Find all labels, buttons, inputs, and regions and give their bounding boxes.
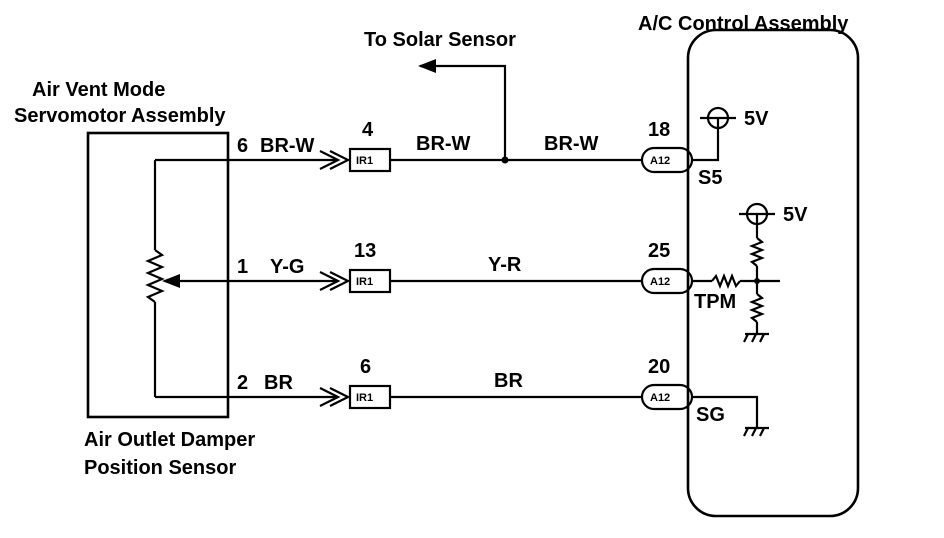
sensor-title-1: Air Outlet Damper bbox=[84, 429, 255, 451]
relay-connector-3: IR1 bbox=[356, 392, 373, 404]
female-terminal-1 bbox=[329, 150, 351, 170]
relay-pin-3: 6 bbox=[360, 356, 371, 378]
male-terminal-3 bbox=[319, 387, 341, 407]
ecu-terminal-sg: SG bbox=[696, 404, 725, 426]
circuit-1: 6 BR-W 4 IR1 BR-W BR-W 18 A12 S5 5V bbox=[228, 59, 769, 189]
ecu-connector-label-3: A12 bbox=[650, 392, 670, 404]
ecu-pin-3: 20 bbox=[648, 356, 670, 378]
circuit-3: 2 BR 6 IR1 BR 20 A12 SG bbox=[228, 356, 769, 437]
ecu-terminal-tpm: TPM bbox=[694, 291, 736, 313]
supply-label-2: 5V bbox=[783, 204, 808, 226]
servomotor-title-1: Air Vent Mode bbox=[32, 79, 165, 101]
tpm-resistor bbox=[711, 273, 741, 289]
control-assembly-box bbox=[686, 28, 860, 518]
sg-internal-wire bbox=[692, 395, 759, 428]
relay-connector-1: IR1 bbox=[356, 155, 373, 167]
pot-resistor bbox=[145, 249, 165, 303]
ecu-pin-1: 18 bbox=[648, 119, 670, 141]
ecu-pin-2: 25 bbox=[648, 240, 670, 262]
solar-arrow-icon bbox=[418, 59, 436, 73]
servomotor-title-2: Servomotor Assembly bbox=[14, 105, 226, 127]
solar-sensor-label: To Solar Sensor bbox=[364, 29, 516, 51]
sensor-pin-1: 6 bbox=[237, 135, 248, 157]
ground-icon-2 bbox=[743, 426, 769, 437]
female-terminal-3 bbox=[329, 387, 351, 407]
relay-connector-2: IR1 bbox=[356, 276, 373, 288]
pulldown-resistor bbox=[749, 293, 765, 323]
relay-pin-2: 13 bbox=[354, 240, 376, 262]
ground-icon-1 bbox=[743, 332, 769, 343]
ecu-connector-label-1: A12 bbox=[650, 155, 670, 167]
potentiometer bbox=[145, 158, 228, 399]
male-terminal-2 bbox=[319, 271, 341, 291]
sensor-wire-3: BR bbox=[264, 372, 293, 394]
end-wire-2: Y-R bbox=[488, 254, 522, 276]
end-wire-3: BR bbox=[494, 370, 523, 392]
supply-label-1: 5V bbox=[744, 108, 769, 130]
sensor-wire-2: Y-G bbox=[270, 256, 304, 278]
end-wire-1: BR-W bbox=[544, 133, 599, 155]
s5-internal-wire bbox=[692, 118, 720, 162]
male-terminal-1 bbox=[319, 150, 341, 170]
pullup-resistor bbox=[749, 237, 765, 267]
wiper-arrow-icon bbox=[162, 274, 180, 288]
female-terminal-2 bbox=[329, 271, 351, 291]
servomotor-box bbox=[86, 131, 230, 419]
sensor-pin-2: 1 bbox=[237, 256, 248, 278]
circuit-2: 1 Y-G 13 IR1 Y-R 25 A12 TPM 5V bbox=[162, 202, 808, 343]
control-assembly-title: A/C Control Assembly bbox=[638, 13, 849, 35]
ecu-terminal-s5: S5 bbox=[698, 167, 722, 189]
solar-branch-wire bbox=[420, 64, 507, 160]
sensor-pin-3: 2 bbox=[237, 372, 248, 394]
sensor-wire-1: BR-W bbox=[260, 135, 315, 157]
sensor-title-2: Position Sensor bbox=[84, 457, 236, 479]
mid-wire-1: BR-W bbox=[416, 133, 471, 155]
ecu-connector-label-2: A12 bbox=[650, 276, 670, 288]
relay-pin-1: 4 bbox=[362, 119, 374, 141]
